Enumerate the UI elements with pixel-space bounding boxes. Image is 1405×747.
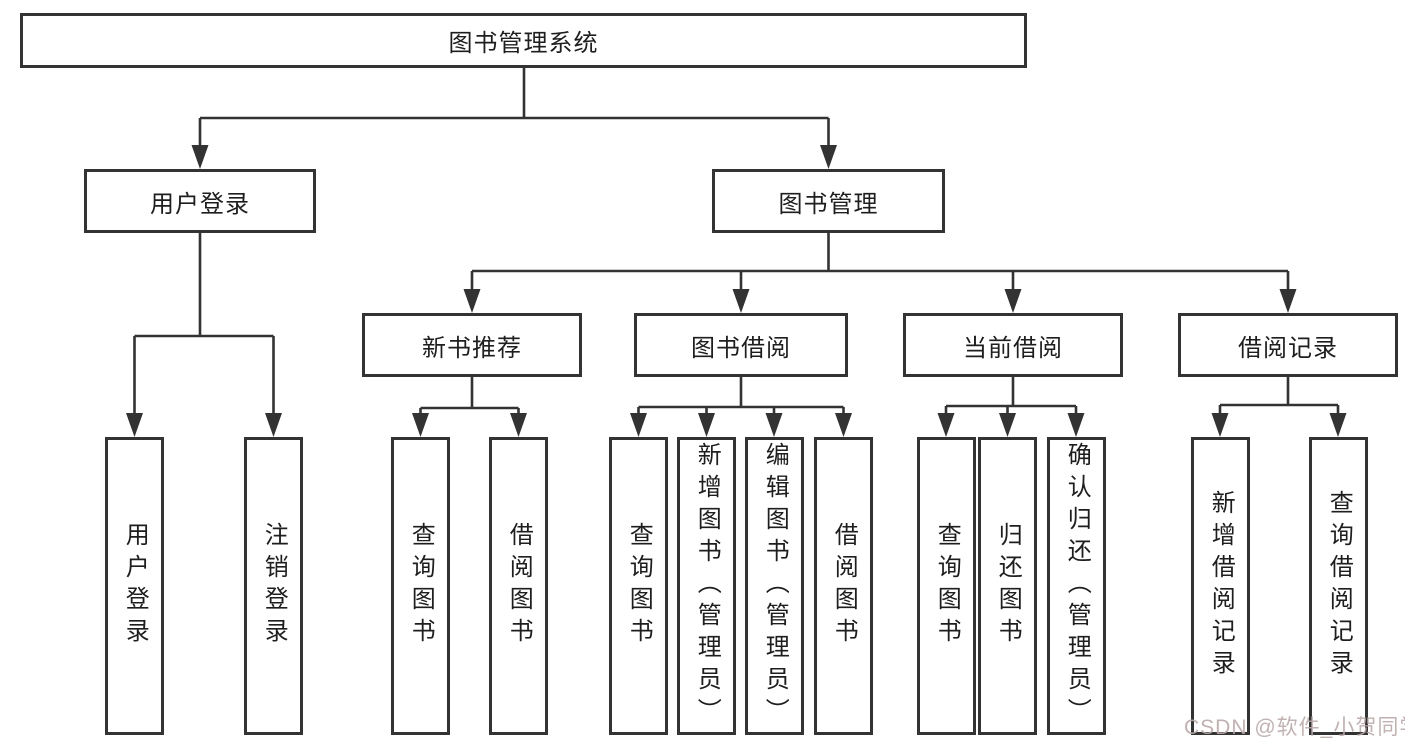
node-root: 图书管理系统 (20, 13, 1027, 68)
leaf-user-login-label: 用户登录 (121, 522, 149, 650)
leaf-query-books-3: 查询图书 (917, 437, 976, 735)
leaf-confirm-return-admin-label: 确认归还（管理员） (1063, 442, 1091, 730)
leaf-confirm-return-admin: 确认归还（管理员） (1047, 437, 1106, 735)
leaf-add-book-admin-label: 新增图书（管理员） (693, 442, 721, 730)
node-new-book-recommend: 新书推荐 (362, 313, 582, 377)
leaf-add-borrow-record: 新增借阅记录 (1191, 437, 1250, 735)
leaf-user-login: 用户登录 (105, 437, 164, 735)
leaf-add-borrow-record-label: 新增借阅记录 (1207, 490, 1235, 682)
leaf-return-book-label: 归还图书 (994, 522, 1022, 650)
branch-user-login: 用户登录 (84, 169, 316, 233)
leaf-query-borrow-record: 查询借阅记录 (1309, 437, 1368, 735)
leaf-borrow-books-2-label: 借阅图书 (830, 522, 858, 650)
leaf-add-book-admin: 新增图书（管理员） (677, 437, 736, 735)
branch-book-management: 图书管理 (712, 169, 945, 233)
leaf-edit-book-admin-label: 编辑图书（管理员） (761, 442, 789, 730)
node-book-borrow: 图书借阅 (634, 313, 848, 377)
leaf-query-books-1: 查询图书 (391, 437, 450, 735)
leaf-query-books-2-label: 查询图书 (625, 522, 653, 650)
leaf-borrow-books-1: 借阅图书 (489, 437, 548, 735)
leaf-query-books-1-label: 查询图书 (407, 522, 435, 650)
node-current-borrow: 当前借阅 (903, 313, 1123, 377)
watermark-text: CSDN @软件_小贺同学 (1184, 716, 1405, 739)
leaf-edit-book-admin: 编辑图书（管理员） (745, 437, 804, 735)
leaf-query-books-2: 查询图书 (609, 437, 668, 735)
leaf-query-books-3-label: 查询图书 (933, 522, 961, 650)
leaf-borrow-books-1-label: 借阅图书 (505, 522, 533, 650)
leaf-logout-label: 注销登录 (260, 522, 288, 650)
leaf-return-book: 归还图书 (978, 437, 1037, 735)
leaf-logout: 注销登录 (244, 437, 303, 735)
leaf-borrow-books-2: 借阅图书 (814, 437, 873, 735)
arrowheads (126, 145, 1347, 437)
node-borrow-records: 借阅记录 (1178, 313, 1398, 377)
leaf-query-borrow-record-label: 查询借阅记录 (1325, 490, 1353, 682)
